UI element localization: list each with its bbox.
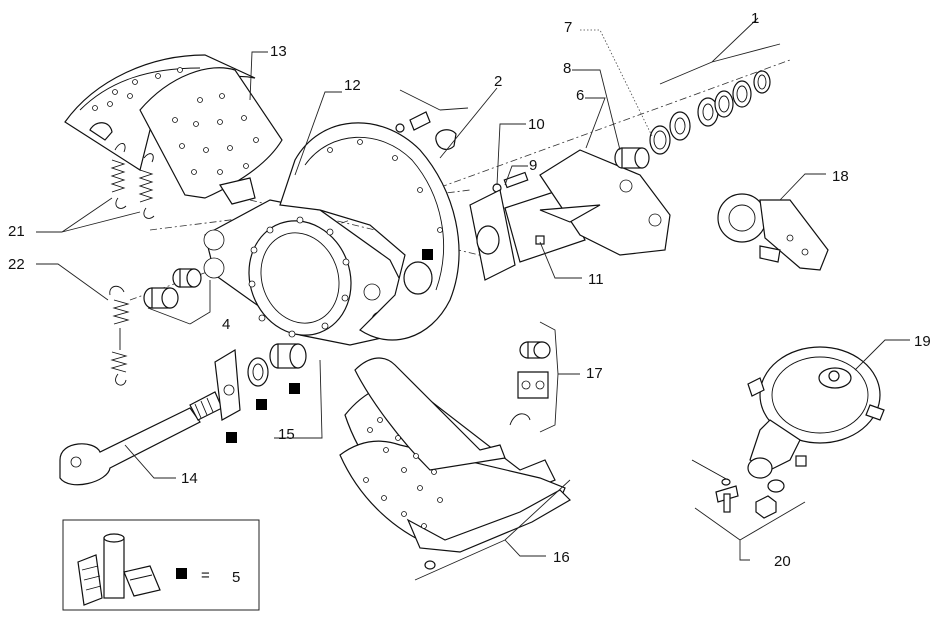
part-bolt-9-10 (492, 171, 529, 193)
callout-leaders (36, 17, 910, 581)
callout-11: 11 (588, 271, 604, 288)
part-brake-lining (64, 54, 283, 205)
callout-17: 17 (586, 365, 603, 382)
part-rollers-17 (509, 341, 551, 426)
callout-9: 9 (529, 157, 537, 174)
part-grease-nipple (535, 235, 545, 245)
part-slack-adjuster (717, 193, 829, 271)
part-return-springs (110, 143, 155, 219)
part-washer-set-1 (669, 70, 771, 141)
legend-kit-marker (176, 568, 187, 579)
part-bushings (143, 268, 202, 309)
callout-21: 21 (8, 223, 25, 240)
callout-numbers: 1 2 4 6 7 8 9 10 11 12 13 14 15 16 17 18… (8, 10, 931, 570)
callout-4: 4 (222, 316, 230, 333)
callout-7: 7 (564, 19, 572, 36)
legend-value: 5 (232, 569, 240, 586)
kit-markers (226, 249, 433, 443)
part-camshaft (59, 391, 223, 486)
callout-1: 1 (751, 10, 759, 27)
part-spring-22 (109, 285, 130, 386)
legend-box: = 5 (62, 519, 260, 611)
callout-20: 20 (774, 553, 791, 570)
callout-14: 14 (181, 470, 198, 487)
part-shim-washer-15 (214, 343, 307, 421)
callout-6: 6 (576, 87, 584, 104)
callout-18: 18 (832, 168, 849, 185)
callout-19: 19 (914, 333, 931, 350)
callout-16: 16 (553, 549, 570, 566)
part-brake-carrier (203, 199, 411, 346)
part-brake-chamber (747, 346, 885, 479)
callout-2: 2 (494, 73, 502, 90)
part-seal-7 (649, 125, 671, 155)
callout-22: 22 (8, 256, 25, 273)
legend-equals: = (201, 567, 210, 584)
callout-13: 13 (270, 43, 287, 60)
part-dust-shield (279, 122, 460, 341)
part-brake-shoes (339, 357, 571, 570)
part-camshaft-bracket (469, 149, 671, 281)
callout-12: 12 (344, 77, 361, 94)
callout-10: 10 (528, 116, 545, 133)
callout-8: 8 (563, 60, 571, 77)
part-bushing-8 (614, 147, 650, 169)
part-fasteners-20 (691, 459, 785, 519)
callout-15: 15 (278, 426, 295, 443)
